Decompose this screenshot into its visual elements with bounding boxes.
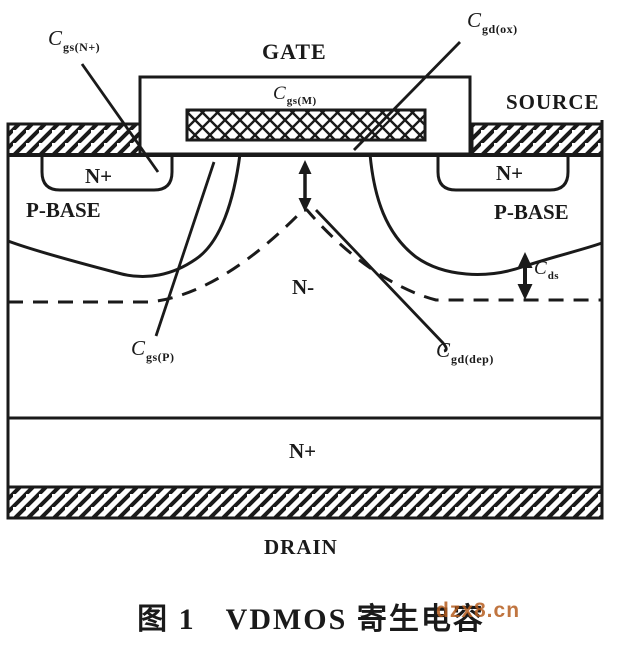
cds-symbol: C — [534, 258, 547, 279]
n-plus-right-label: N+ — [496, 161, 524, 185]
gate-poly-crosshatch — [185, 108, 427, 142]
p-base-left-label: P-BASE — [26, 198, 101, 222]
cgs-m-subscript: gs(M) — [286, 95, 317, 107]
cgd-ox-leader-line — [353, 41, 461, 151]
cgs-nplus-label: Cgs(N+) — [48, 26, 100, 54]
cgs-nplus-subscript: gs(N+) — [63, 40, 101, 54]
cgs-nplus-leader-line — [80, 63, 160, 173]
p-base-junction-right — [368, 153, 603, 276]
cgd-ox-subscript: gd(ox) — [482, 22, 518, 36]
gate-terminal-label: GATE — [262, 39, 327, 64]
cgs-nplus-symbol: C — [48, 26, 63, 50]
figure-number: 图 1 — [137, 603, 196, 636]
figure-title: VDMOS 寄生电容 — [225, 603, 485, 636]
cgs-m-symbol: C — [273, 83, 286, 104]
figure-caption: 图 1 VDMOS 寄生电容 — [0, 594, 622, 638]
cgs-m-label: Cgs(M) — [273, 82, 316, 107]
gate-depletion-gap-arrow — [298, 160, 312, 212]
cds-subscript: ds — [547, 270, 560, 282]
cgd-dep-symbol: C — [436, 338, 451, 362]
source-terminal-label: SOURCE — [506, 90, 600, 114]
drain-metal — [6, 485, 604, 520]
cgs-p-leader-line — [154, 161, 216, 337]
cds-label: Cds — [534, 257, 559, 282]
cgd-ox-label: Cgd(ox) — [467, 8, 517, 36]
cgs-p-symbol: C — [131, 336, 146, 360]
site-watermark: dzx8.cn — [436, 599, 521, 622]
cds-arrow — [517, 252, 533, 300]
cgs-p-label: Cgs(P) — [131, 336, 174, 364]
n-minus-label: N- — [292, 275, 315, 299]
source-metal-left — [6, 122, 142, 157]
cgs-p-subscript: gs(P) — [146, 350, 175, 364]
depletion-boundary-dashed — [8, 208, 602, 304]
drain-terminal-label: DRAIN — [264, 535, 338, 559]
cgd-ox-symbol: C — [467, 8, 482, 32]
n-plus-well-left — [40, 155, 174, 192]
cgd-dep-leader-line — [314, 209, 448, 353]
substrate-outline — [6, 120, 604, 520]
p-base-junction-left — [7, 153, 242, 279]
n-plus-well-right — [436, 155, 570, 192]
n-plus-left-label: N+ — [85, 164, 113, 188]
p-base-right-label: P-BASE — [494, 200, 569, 224]
cgd-dep-label: Cgd(dep) — [436, 338, 493, 366]
source-metal-right — [470, 122, 604, 157]
cgd-dep-subscript: gd(dep) — [451, 352, 494, 366]
n-plus-substrate-label: N+ — [289, 439, 317, 463]
